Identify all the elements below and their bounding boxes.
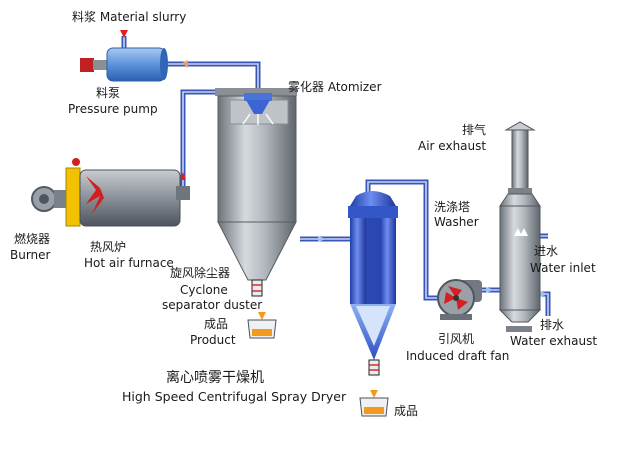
- slurry-flow-arrow-icon: [120, 30, 128, 38]
- water-exhaust-label-en: Water exhaust: [510, 334, 598, 348]
- atomizer-icon: [246, 100, 270, 114]
- induced-draft-fan-label-en: Induced draft fan: [406, 349, 510, 363]
- diagram-title-zh: 离心喷雾干燥机: [166, 370, 264, 386]
- cyclone-label-en-line2: separator duster: [162, 298, 263, 312]
- cyclone-label-en-line1: Cyclone: [180, 283, 228, 297]
- spray-icon: [242, 113, 274, 125]
- water-exhaust-label-zh: 排水: [540, 318, 565, 332]
- material-slurry-label: 料浆 Material slurry: [72, 10, 187, 24]
- air-exhaust-label-zh: 排气: [462, 123, 487, 137]
- cyclone-separator: [348, 191, 398, 376]
- washer-label-en: Washer: [434, 215, 479, 229]
- hot-air-arrow-icon: [180, 172, 186, 180]
- atomizer-label: 雾化器 Atomizer: [288, 80, 382, 94]
- product-container: [247, 312, 277, 339]
- product-label-en: Product: [190, 333, 236, 347]
- hot-air-furnace-label-zh: 热风炉: [90, 240, 127, 254]
- diagram-title-en: High Speed Centrifugal Spray Dryer: [122, 389, 347, 404]
- fan-impeller-icon: [444, 286, 468, 310]
- flame-icon: [72, 158, 104, 214]
- product-container-2: [359, 390, 389, 417]
- induced-draft-fan: [437, 279, 482, 320]
- water-out-arrow-icon: [540, 291, 548, 297]
- air-exhaust-label-en: Air exhaust: [418, 139, 487, 153]
- induced-draft-fan-label-zh: 引风机: [438, 332, 475, 346]
- burner-label-en: Burner: [10, 248, 51, 262]
- pressure-pump: [80, 47, 168, 82]
- dust-air-arrow-icon: [318, 236, 326, 242]
- hot-air-furnace-label-en: Hot air furnace: [84, 256, 174, 270]
- burner-label-zh: 燃烧器: [14, 232, 51, 246]
- pipe-hot-air: [180, 89, 215, 186]
- product2-label-zh: 成品: [394, 404, 419, 418]
- spray-nozzle-icon: [514, 228, 528, 236]
- fan-flow-arrow-icon: [486, 287, 494, 293]
- hot-air-furnace: [31, 158, 190, 227]
- washer-label-zh: 洗涤塔: [434, 200, 471, 214]
- washer-tower: [498, 121, 542, 332]
- pump-flow-arrow-icon: [182, 60, 188, 68]
- pressure-pump-label-zh: 料泵: [96, 86, 121, 100]
- main-drying-chamber: [215, 88, 297, 297]
- water-inlet-label-en: Water inlet: [530, 261, 596, 275]
- cyclone-label-zh: 旋风除尘器: [170, 266, 231, 280]
- product-label-zh: 成品: [204, 317, 229, 331]
- water-inlet-label-zh: 进水: [534, 244, 559, 258]
- pressure-pump-label-en: Pressure pump: [68, 102, 158, 116]
